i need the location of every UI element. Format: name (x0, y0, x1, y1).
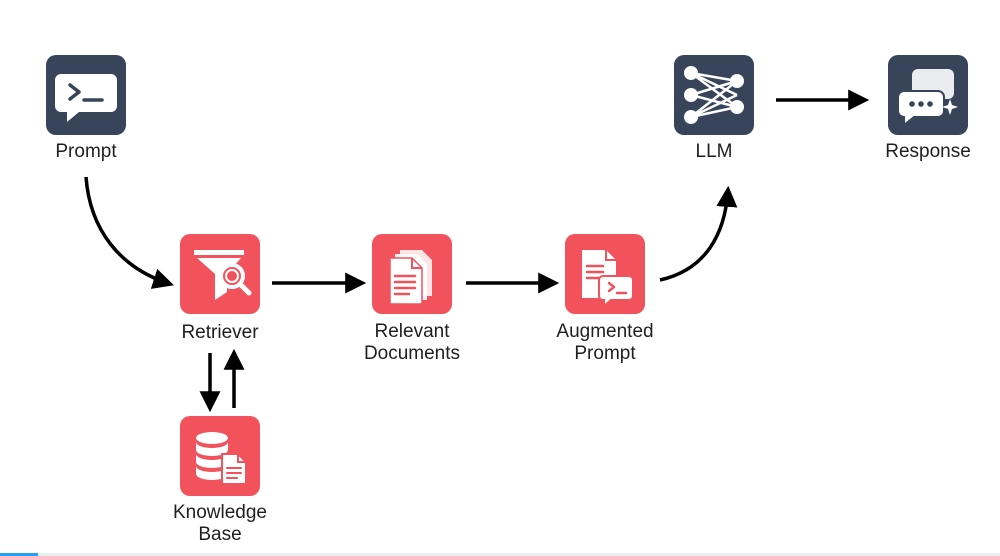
arrow-augmented-to-llm (659, 185, 738, 282)
knowledge-base-label-line2: Base (198, 524, 242, 545)
chat-sparkle-icon (897, 69, 958, 128)
llm-tile (674, 55, 754, 135)
prompt-label: Prompt (55, 141, 117, 162)
response-label: Response (885, 141, 971, 162)
llm-label: LLM (695, 141, 733, 162)
relevant-documents-label-line1: Relevant (374, 321, 450, 342)
bottom-bar-accent (0, 553, 38, 556)
knowledge-base-tile (180, 416, 260, 496)
response-tile (888, 55, 968, 135)
prompt-tile (46, 55, 126, 135)
retriever-label: Retriever (181, 322, 259, 343)
relevant-documents-label: Relevant Documents (322, 321, 502, 365)
relevant-documents-tile (372, 234, 452, 314)
knowledge-base-label: Knowledge Base (130, 502, 310, 546)
bottom-bar (0, 553, 1000, 556)
arrow-prompt-to-retriever (84, 176, 174, 289)
knowledge-base-label-line1: Knowledge (172, 502, 268, 523)
augmented-prompt-tile (565, 234, 645, 314)
documents-icon (389, 250, 432, 305)
augmented-prompt-label-line1: Augmented (556, 321, 654, 342)
terminal-chat-icon (55, 74, 117, 122)
neural-network-icon (684, 66, 744, 124)
funnel-search-icon (194, 250, 252, 300)
database-document-icon (196, 432, 247, 485)
augmented-prompt-label: Augmented Prompt (515, 321, 695, 365)
augmented-prompt-label-line2: Prompt (574, 343, 636, 364)
retriever-tile (180, 234, 260, 314)
document-terminal-icon (582, 250, 634, 309)
relevant-documents-label-line2: Documents (363, 343, 461, 364)
